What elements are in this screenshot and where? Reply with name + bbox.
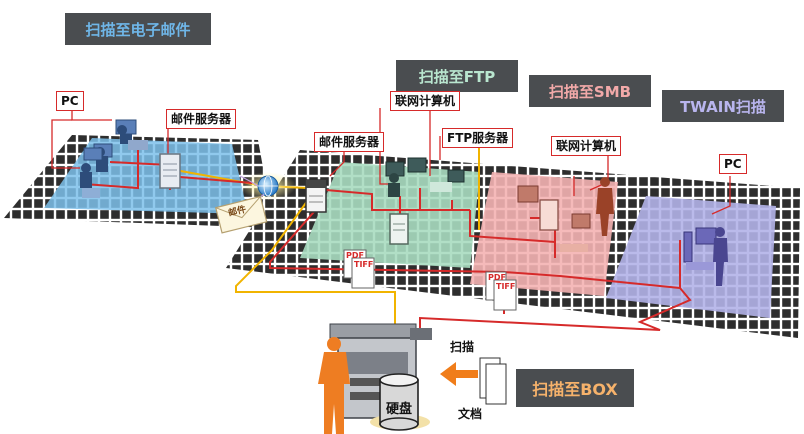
hard-disk-label: 硬盘 (386, 402, 413, 417)
label-mail-server-mid: 邮件服务器 (314, 132, 385, 152)
banner-scan-to-ftp: 扫描至FTP (396, 60, 518, 92)
email-workstations (80, 119, 148, 198)
scan-arrow-icon (440, 362, 478, 386)
twain-workstation (683, 227, 728, 286)
pdf-label-left: PDF (346, 251, 364, 260)
banner-scan-to-smb: 扫描至SMB (529, 75, 651, 107)
label-ftp-server: FTP服务器 (442, 128, 514, 148)
person-operator-icon (318, 337, 350, 434)
pdf-tiff-docs-left-icon (343, 249, 375, 289)
scan-document-icon (479, 357, 507, 405)
ftp-workstations (385, 157, 465, 197)
red-network-lines (83, 148, 692, 340)
label-networked-pc-ftp: 联网计算机 (390, 91, 461, 111)
ftp-server-icon (389, 213, 409, 245)
label-mail-server-left: 邮件服务器 (166, 109, 237, 129)
scan-label: 扫描 (450, 340, 475, 354)
smb-workstations (517, 177, 614, 252)
multifunction-printer-icon (329, 323, 432, 419)
mail-server-mid-icon (305, 179, 327, 213)
document-label: 文档 (458, 407, 483, 421)
label-networked-pc-smb: 联网计算机 (551, 136, 622, 156)
banner-scan-to-email: 扫描至电子邮件 (65, 13, 211, 45)
label-pc-left: PC (56, 91, 84, 111)
envelope-icon (215, 195, 268, 234)
banner-twain-scan: TWAIN扫描 (662, 90, 784, 122)
tiff-label-right: TIFF (496, 282, 516, 291)
mail-server-left-icon (159, 153, 181, 189)
banner-scan-to-box: 扫描至BOX (516, 369, 634, 407)
pdf-label-right: PDF (488, 273, 506, 282)
pdf-tiff-docs-right-icon (485, 271, 517, 311)
tiff-label-left: TIFF (354, 260, 374, 269)
hard-disk-icon (370, 373, 430, 431)
smb-zone (470, 172, 618, 296)
label-pc-right: PC (719, 154, 747, 174)
